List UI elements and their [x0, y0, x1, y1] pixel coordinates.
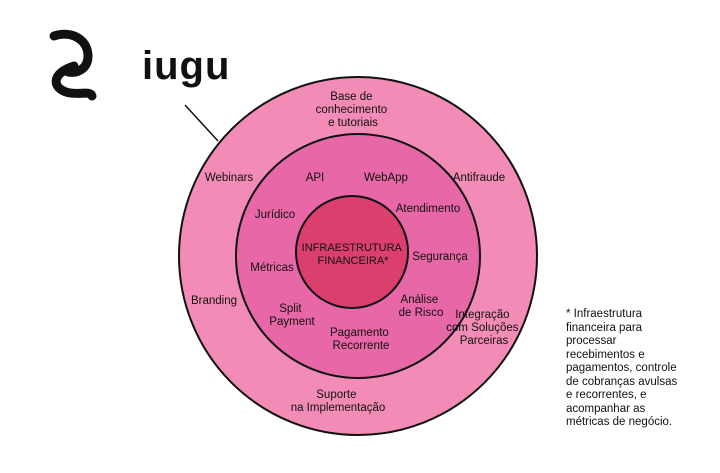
label-suporte: Suporte na Implementação: [291, 389, 386, 414]
label-base-conhecimento: Base de conhecimento e tutoriais: [316, 91, 391, 129]
footnote-line: e recorrentes, e: [566, 389, 647, 401]
label-pagamento-recorrente: Pagamento Recorrente: [330, 327, 392, 352]
label-branding: Branding: [191, 295, 237, 307]
footnote-line: acompanhar as: [566, 402, 646, 415]
footnote-line: recebimentos e: [566, 348, 645, 361]
iugu-logo-icon: [49, 29, 97, 101]
footnote: * Infraestrutura financeira para process…: [566, 308, 716, 430]
footnote-line: financeira para: [566, 321, 643, 334]
infraestrutura-core: [295, 195, 409, 309]
label-integracao: Integração com Soluções Parceiras: [446, 309, 521, 347]
label-api: API: [306, 172, 325, 184]
label-metricas: Métricas: [250, 262, 294, 274]
iugu-logo: iugu: [44, 26, 254, 106]
core-label: INFRAESTRUTURA FINANCEIRA*: [302, 242, 405, 267]
footnote-line: * Infraestrutura: [566, 308, 643, 320]
core-line-1: INFRAESTRUTURA: [302, 242, 403, 254]
label-split-payment: Split Payment: [269, 303, 315, 328]
label-seguranca: Segurança: [412, 251, 468, 263]
pointer-line: [184, 104, 219, 142]
label-antifraude: Antifraude: [453, 172, 505, 184]
label-atendimento: Atendimento: [396, 203, 461, 215]
label-webinars: Webinars: [205, 172, 254, 184]
footnote-line: pagamentos, controle: [566, 362, 677, 374]
label-juridico: Jurídico: [255, 209, 295, 221]
iugu-wordmark: iugu: [142, 44, 231, 88]
footnote-line: processar: [566, 335, 617, 347]
label-analise-risco: Análise de Risco: [399, 294, 444, 319]
footnote-line: métricas de negócio.: [566, 416, 673, 428]
label-webapp: WebApp: [364, 172, 408, 184]
footnote-line: de cobranças avulsas: [566, 375, 678, 388]
core-line-2: FINANCEIRA*: [318, 255, 390, 267]
